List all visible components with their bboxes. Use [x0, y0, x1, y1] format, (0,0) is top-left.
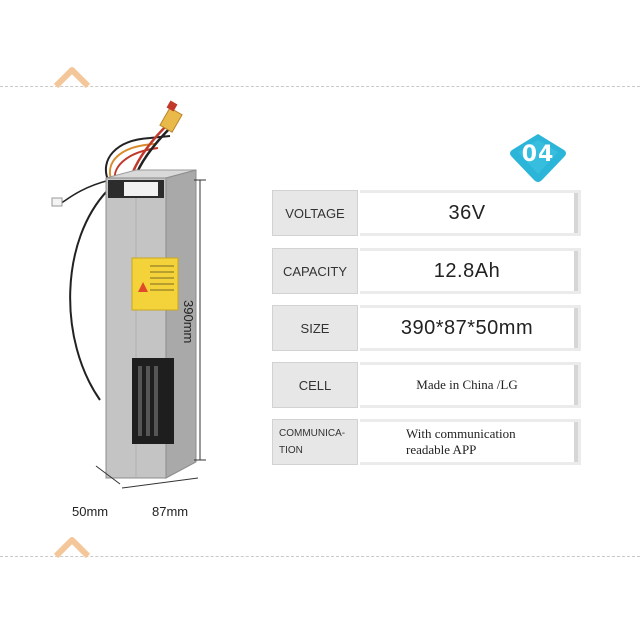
top-separator [0, 86, 640, 87]
spec-label: COMMUNICA- TION [272, 419, 358, 465]
battery-pack-image [51, 100, 206, 489]
spec-label-line: COMMUNICA- [279, 428, 346, 439]
section-number: 04 [521, 142, 555, 167]
spec-row-communication: COMMUNICA- TION With communication reada… [272, 419, 581, 465]
height-dimension-label: 390mm [181, 300, 196, 344]
spec-label: VOLTAGE [272, 190, 358, 236]
chevron-up-icon [53, 537, 91, 558]
width-dimension-label: 87mm [152, 504, 189, 519]
spec-value-box: With communication readable APP [360, 419, 581, 465]
spec-row-size: SIZE 390*87*50mm [272, 305, 581, 351]
spec-row-voltage: VOLTAGE 36V [272, 190, 581, 236]
spec-value-box: 12.8Ah [360, 248, 581, 294]
spec-value-line: With communication [406, 426, 516, 441]
spec-label: CAPACITY [272, 248, 358, 294]
spec-row-capacity: CAPACITY 12.8Ah [272, 248, 581, 294]
spec-value: 36V [360, 193, 578, 233]
spec-value-line: readable APP [406, 442, 477, 457]
spec-value-box: 390*87*50mm [360, 305, 581, 351]
spec-value-box: Made in China /LG [360, 362, 581, 408]
spec-label: CELL [272, 362, 358, 408]
spec-label-line: TION [279, 445, 303, 456]
chevron-up-icon [53, 67, 91, 88]
bottom-separator [0, 556, 640, 557]
spec-row-cell: CELL Made in China /LG [272, 362, 581, 408]
spec-label: SIZE [272, 305, 358, 351]
spec-value: Made in China /LG [360, 365, 578, 405]
spec-value: With communication readable APP [360, 422, 578, 462]
spec-value: 12.8Ah [360, 251, 578, 291]
spec-value-box: 36V [360, 190, 581, 236]
depth-dimension-label: 50mm [72, 504, 109, 519]
section-badge-icon [510, 134, 566, 182]
spec-value: 390*87*50mm [360, 308, 578, 348]
